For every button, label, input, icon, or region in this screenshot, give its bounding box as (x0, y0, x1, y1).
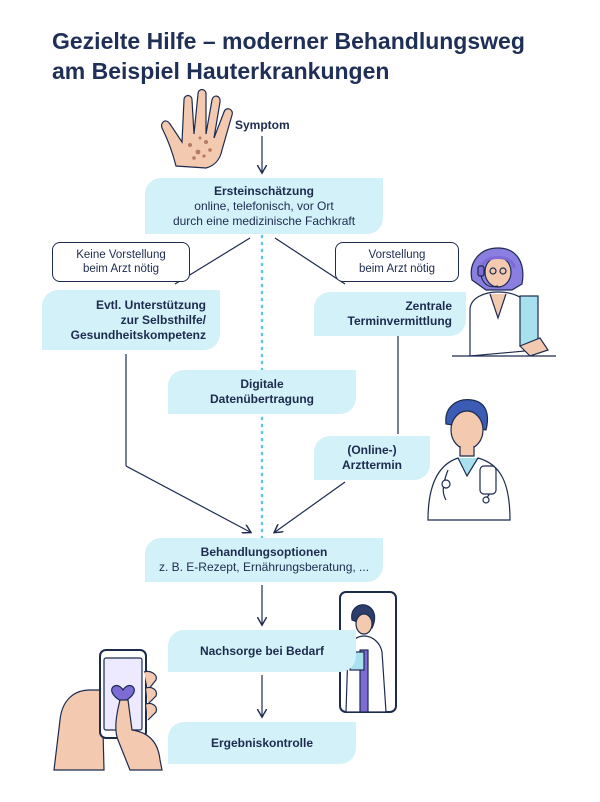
headset-agent-icon (452, 247, 556, 357)
ersteinschaetzung-line1: online, telefonisch, vor Ort (194, 198, 334, 213)
keine-vorstellung-line2: beim Arzt nötig (82, 263, 160, 275)
page-title: Gezielte Hilfe – moderner Behandlungsweg… (52, 26, 572, 86)
title-line-2: am Beispiel Hauterkrankungen (52, 58, 390, 84)
node-selbsthilfe: Evtl. Unterstützung zur Selbsthilfe/ Ges… (42, 290, 220, 350)
ergebnis-label: Ergebniskontrolle (210, 735, 314, 750)
keine-vorstellung-line1: Keine Vorstellung (76, 249, 166, 261)
title-line-1: Gezielte Hilfe – moderner Behandlungsweg (52, 28, 525, 54)
bubble-keine-vorstellung: Keine Vorstellung beim Arzt nötig (52, 242, 190, 282)
node-ersteinschaetzung: Ersteinschätzung online, telefonisch, vo… (145, 178, 383, 234)
ersteinschaetzung-line2: durch eine medizinische Fachkraft (172, 213, 356, 228)
terminvermittlung-line2: Terminvermittlung (347, 314, 452, 328)
selbsthilfe-line2: zur Selbsthilfe/ (120, 312, 206, 327)
phone-heart-icon (53, 649, 163, 771)
terminvermittlung-line1: Zentrale (405, 299, 452, 313)
arrow-arzttermin-behandlung (275, 481, 346, 532)
node-nachsorge: Nachsorge bei Bedarf (168, 630, 356, 672)
behandlung-subtitle: z. B. E-Rezept, Ernährungsberatung, ... (158, 560, 370, 574)
line-ersteinschaetzung-right (274, 237, 346, 285)
node-symptom: Symptom (235, 118, 290, 132)
ersteinschaetzung-title: Ersteinschätzung (213, 183, 315, 198)
arzttermin-line1: (Online-) (347, 443, 397, 457)
hand-icon (161, 88, 233, 169)
vorstellung-line1: Vorstellung (368, 249, 426, 261)
phone-doctor-icon (339, 591, 397, 713)
node-behandlung: Behandlungsoptionen z. B. E-Rezept, Ernä… (145, 538, 383, 582)
node-ergebnis: Ergebniskontrolle (168, 722, 356, 764)
behandlung-title: Behandlungsoptionen (200, 545, 328, 559)
bubble-vorstellung: Vorstellung beim Arzt nötig (335, 242, 459, 282)
nachsorge-label: Nachsorge bei Bedarf (199, 643, 325, 658)
arzttermin-line2: Arzttermin (341, 458, 402, 472)
node-datenuebertragung: Digitale Datenübertragung (168, 370, 356, 414)
selbsthilfe-line1: Evtl. Unterstützung (96, 297, 206, 312)
vorstellung-line2: beim Arzt nötig (358, 263, 436, 275)
doctor-icon (427, 399, 511, 521)
node-terminvermittlung: Zentrale Terminvermittlung (314, 292, 466, 336)
selbsthilfe-line3: Gesundheitskompetenz (70, 327, 206, 342)
datenuebertragung-line2: Datenübertragung (209, 392, 314, 406)
node-arzttermin: (Online-) Arzttermin (314, 436, 430, 480)
datenuebertragung-line1: Digitale (240, 377, 284, 391)
arrow-selbsthilfe-behandlung (125, 465, 250, 532)
